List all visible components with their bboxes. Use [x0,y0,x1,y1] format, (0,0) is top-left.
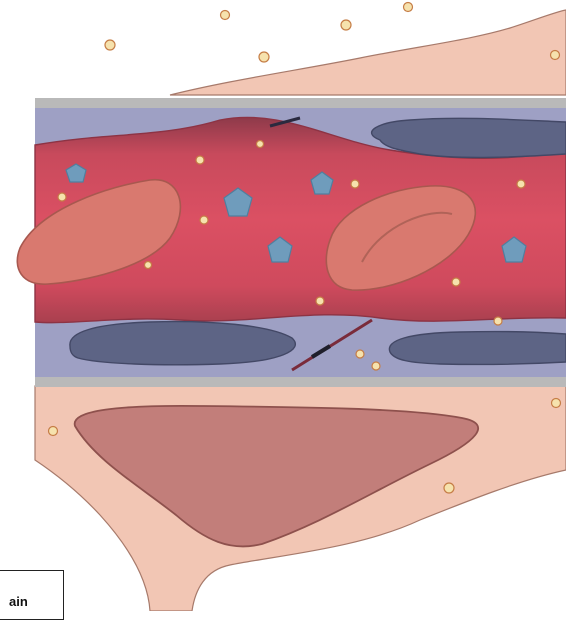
outer-particle-3 [341,20,351,30]
lumen-particle-8 [452,278,460,286]
lumen-particle-1 [196,156,204,164]
top-membrane [35,98,566,108]
outer-particle-8 [552,399,561,408]
lumen-particle-5 [145,262,152,269]
endothelial-nucleus-bottom-left [70,322,295,365]
outer-particle-2 [221,11,230,20]
lumen-particle-9 [316,297,324,305]
outer-particle-6 [551,51,560,60]
lumen-particle-2 [257,141,264,148]
outer-particle-1 [105,40,115,50]
lumen-particle-3 [58,193,66,201]
lumen-particle-7 [517,180,525,188]
endothelial-nucleus-bottom-right [389,332,566,365]
upper-tissue-cell [170,10,566,95]
outer-particle-5 [259,52,269,62]
outer-particle-9 [444,483,454,493]
outer-particle-4 [404,3,413,12]
outer-particle-7 [49,427,58,436]
legend-label: ain [9,594,28,609]
wall-particle-1 [356,350,364,358]
legend-box: ain [0,570,64,620]
lumen-particle-10 [494,317,502,325]
wall-particle-2 [372,362,380,370]
lumen-particle-4 [200,216,208,224]
bottom-membrane [35,377,566,387]
lumen-particle-6 [351,180,359,188]
